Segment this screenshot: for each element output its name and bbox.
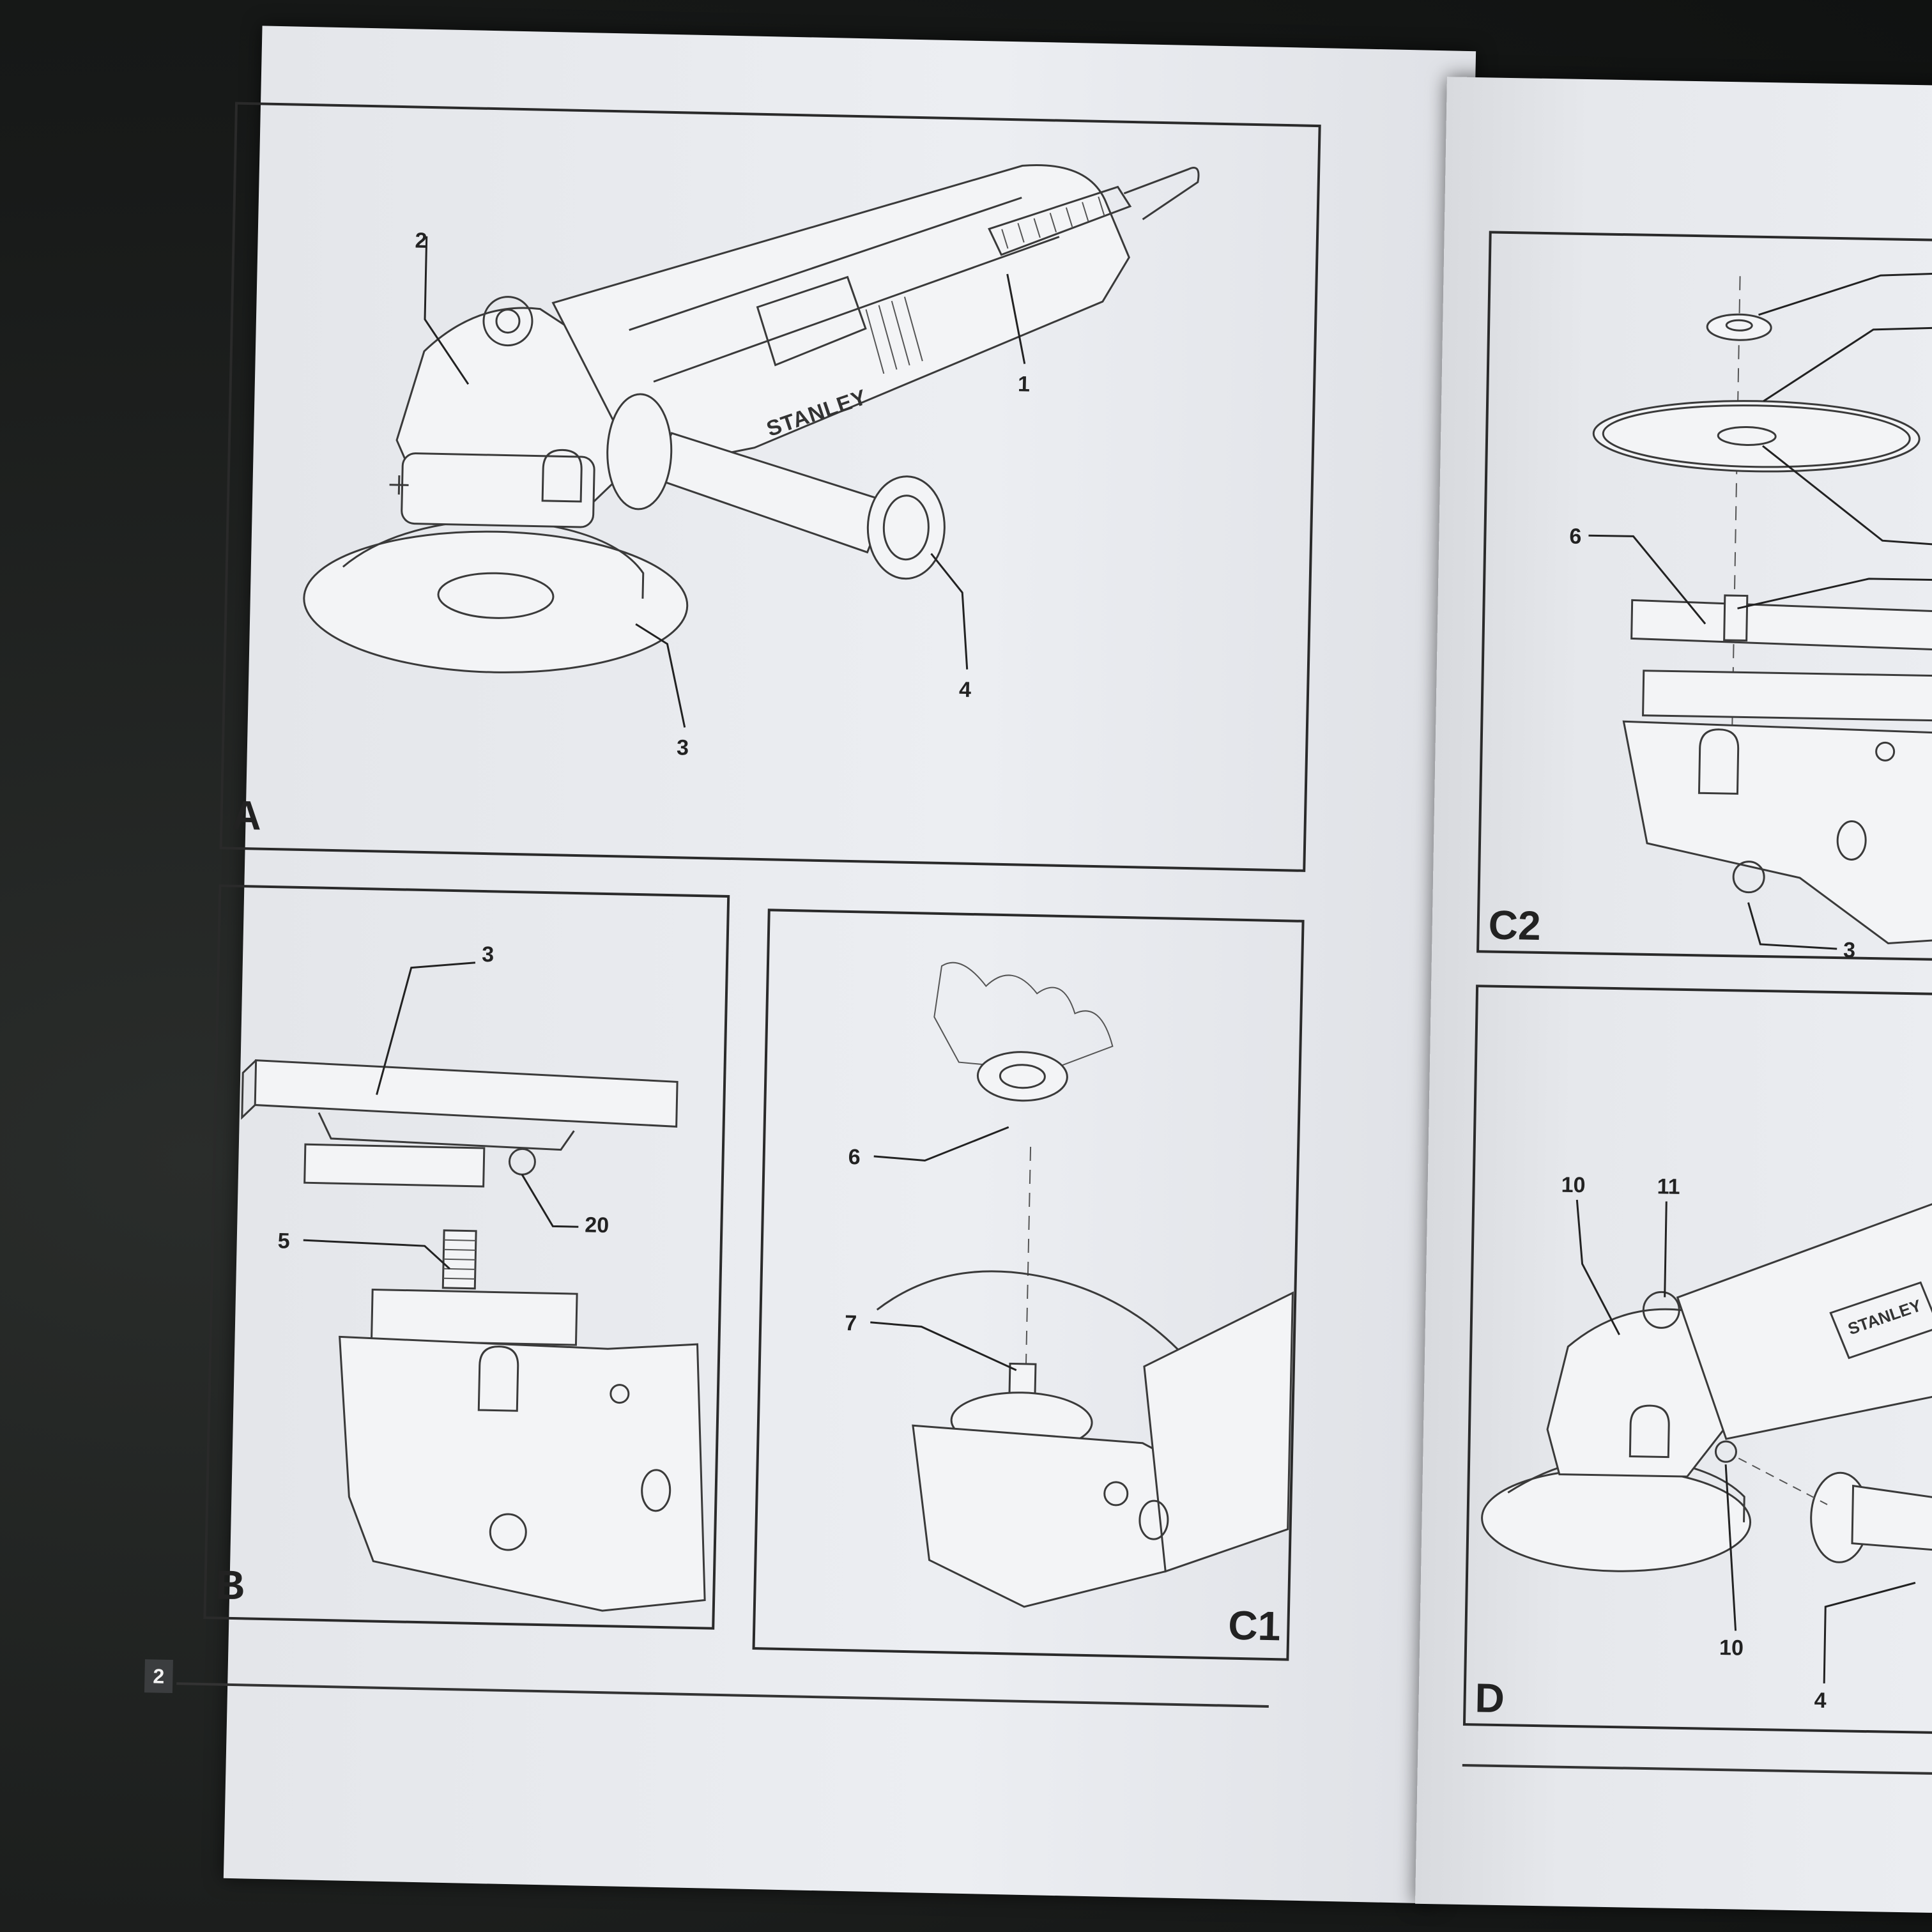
callout-11: 11	[1657, 1174, 1680, 1199]
callout-20: 20	[584, 1213, 610, 1238]
callout-5: 5	[277, 1229, 291, 1254]
footer-rule	[1462, 1764, 1932, 1776]
callout-7: 7	[844, 1310, 857, 1336]
callout-6: 6	[1569, 524, 1582, 549]
callout-4: 4	[958, 677, 972, 702]
panel-letter-c1: C1	[1227, 1602, 1282, 1650]
callout-3: 3	[481, 942, 494, 967]
callout-3: 3	[676, 735, 689, 760]
panel-letter-c2: C2	[1488, 901, 1542, 949]
panel-c2: 10 8 9 6 7 3 C2	[1476, 231, 1932, 963]
manual-page-left: 2 1 3 4 STANLEY A	[144, 26, 1476, 1904]
panel-c1: 6 7 C1	[752, 908, 1305, 1661]
panel-letter-a: A	[231, 792, 262, 839]
callout-10: 10	[1561, 1172, 1586, 1198]
flange-fitting-illustration	[870, 962, 1294, 1608]
side-handle-illustration	[1481, 1192, 1932, 1683]
angle-grinder-illustration	[303, 164, 1200, 728]
panel-b: 3 20 5 B	[203, 884, 730, 1630]
panel-a: 2 1 3 4 STANLEY A	[219, 102, 1321, 872]
callout-6: 6	[848, 1145, 861, 1170]
panel-d: 10 11 10 4 STANLEY D	[1462, 985, 1932, 1735]
panel-letter-b: B	[215, 1561, 246, 1609]
disc-fitting-illustration	[1588, 272, 1932, 950]
callout-2: 2	[415, 228, 427, 253]
guard-mounting-illustration	[241, 962, 706, 1612]
callout-4: 4	[1814, 1688, 1827, 1713]
panel-letter-d: D	[1475, 1675, 1505, 1722]
page-number: 2	[144, 1659, 173, 1694]
manual-page-right: 10 8 9 6 7 3 C2	[1415, 77, 1932, 1914]
callout-1: 1	[1017, 372, 1031, 397]
footer-rule	[176, 1682, 1269, 1708]
callout-3: 3	[1843, 938, 1856, 963]
callout-10-lower: 10	[1719, 1636, 1744, 1660]
